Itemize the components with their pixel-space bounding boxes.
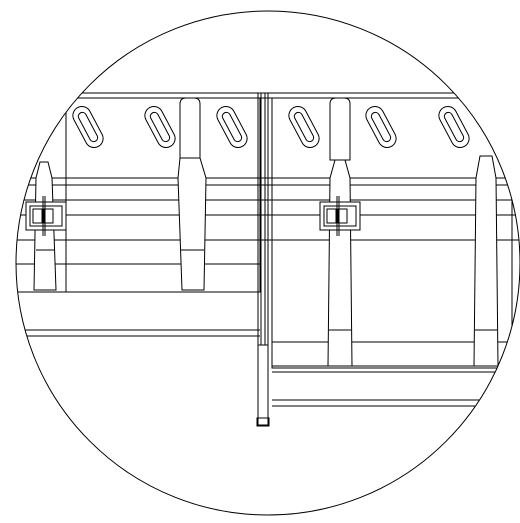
slotted-plate: [70, 103, 107, 150]
center-divider: [250, 93, 269, 426]
right-frame-panel: [272, 98, 512, 368]
left-frame-panel: [66, 98, 260, 292]
vertical-strap: [330, 98, 350, 160]
slotted-plate: [436, 103, 473, 150]
vertical-strap: [328, 160, 352, 366]
slotted-plate: [286, 103, 323, 150]
slotted-plate: [214, 103, 251, 150]
clamp-block: [26, 196, 66, 236]
detail-boundary-circle: [16, 11, 520, 515]
clamp-block: [320, 196, 360, 236]
vertical-strap: [474, 156, 498, 366]
slotted-plate: [142, 103, 179, 150]
slotted-plate: [363, 103, 400, 150]
vertical-strap: [178, 98, 206, 290]
